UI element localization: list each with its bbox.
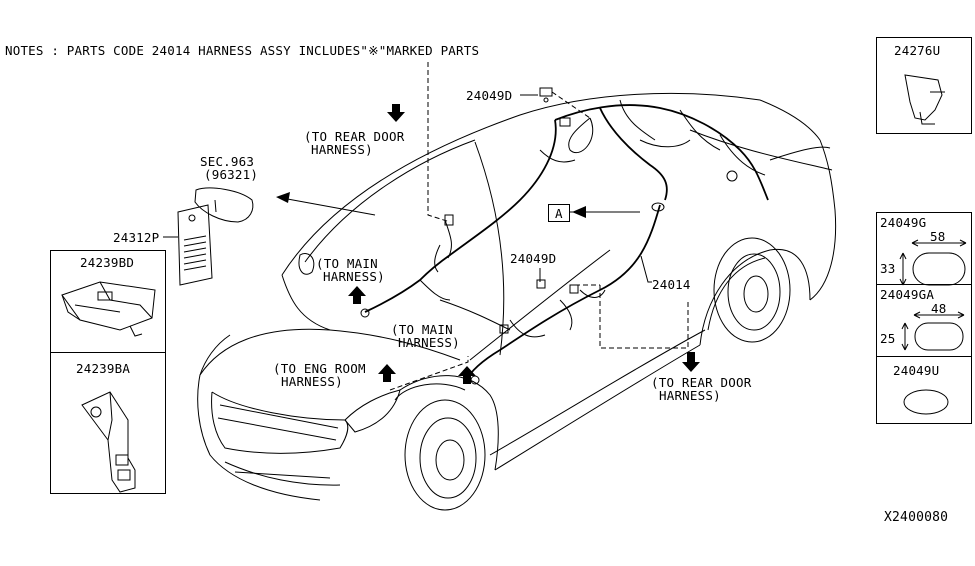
- label-24049g: 24049G: [880, 215, 927, 230]
- label-24014: 24014: [652, 277, 691, 292]
- label-to-main-1-1: (TO MAIN: [316, 256, 378, 271]
- label-to-main-2-2: HARNESS): [398, 335, 460, 350]
- label-to-rear-door-bot-1: (TO REAR DOOR: [651, 375, 752, 390]
- panel-24276u: [876, 37, 972, 134]
- label-24049u: 24049U: [893, 363, 940, 378]
- label-24049d-mid: 24049D: [510, 251, 557, 266]
- label-to-rear-door-top-1: (TO REAR DOOR: [304, 129, 405, 144]
- label-sec963-1: SEC.963: [200, 154, 255, 169]
- label-to-main-2-1: (TO MAIN: [391, 322, 453, 337]
- callout-a-box: [548, 204, 570, 222]
- notes-text: NOTES : PARTS CODE 24014 HARNESS ASSY IN…: [5, 43, 480, 58]
- label-24276u: 24276U: [894, 43, 941, 58]
- label-to-rear-door-bot-2: HARNESS): [659, 388, 721, 403]
- panel-24239ba: [50, 352, 166, 494]
- label-24049d-top: 24049D: [466, 88, 513, 103]
- direction-arrow-icon: [348, 104, 700, 384]
- label-24239ba: 24239BA: [76, 361, 131, 376]
- label-to-main-1-2: HARNESS): [323, 269, 385, 284]
- label-24049ga-width: 48: [931, 301, 947, 316]
- label-24049g-height: 33: [880, 261, 896, 276]
- label-24049ga-height: 25: [880, 331, 896, 346]
- label-to-eng-room-2: HARNESS): [281, 374, 343, 389]
- wire-harness-icon: [360, 99, 769, 385]
- label-24312p: 24312P: [113, 230, 160, 245]
- label-to-eng-room-1: (TO ENG ROOM: [273, 361, 366, 376]
- label-24049ga: 24049GA: [880, 287, 935, 302]
- diagram-code: X2400080: [884, 510, 949, 525]
- label-to-rear-door-top-2: HARNESS): [311, 142, 373, 157]
- label-24239bd: 24239BD: [80, 255, 135, 270]
- label-sec963-2: (96321): [204, 167, 259, 182]
- panel-24049u: [876, 356, 972, 424]
- callout-a: A: [555, 206, 563, 221]
- label-24049g-width: 58: [930, 229, 946, 244]
